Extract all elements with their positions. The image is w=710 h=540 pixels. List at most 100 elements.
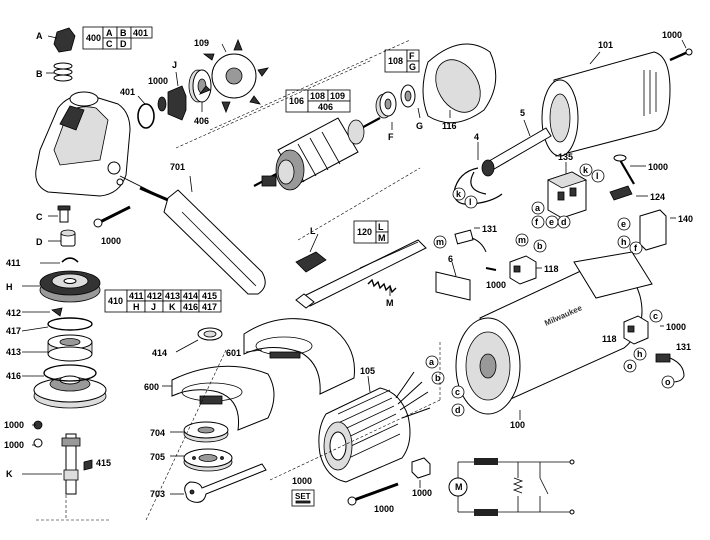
circ-f-block: f (634, 243, 638, 253)
t410-r2-2: K (169, 302, 176, 312)
part-412-key: 412 (6, 307, 63, 318)
t106-head: 106 (289, 96, 304, 106)
label-100: 100 (510, 420, 525, 430)
label-105: 105 (360, 366, 375, 376)
circ-b-holder: b (537, 241, 543, 251)
label-701: 701 (170, 162, 185, 172)
table-400: 400 A B 401 C D (82, 26, 153, 50)
label-118-right: 118 (602, 334, 617, 344)
label-411: 411 (6, 258, 21, 268)
part-1000-screw-top-right: 1000 (662, 30, 693, 62)
circ-o-right: o (627, 361, 633, 371)
label-J: J (172, 60, 177, 70)
part-401-seal: 401 (120, 87, 155, 129)
circ-d-switch: d (561, 217, 567, 227)
table-410: 410 411 412 413 414 415 H J K 416 417 (104, 289, 222, 313)
label-417: 417 (6, 326, 21, 336)
part-100-body: Milwaukee 100 (455, 251, 653, 430)
gear-housing (35, 91, 161, 197)
part-417-ring: 417 (6, 317, 93, 336)
part-131-brush: 131 m (433, 224, 497, 253)
circ-k-switch: k (583, 165, 589, 175)
part-406-bearing: 406 (188, 69, 212, 126)
label-A: A (36, 31, 43, 41)
part-600-guard: 600 (144, 365, 275, 431)
label-1000-clip: 1000 (412, 488, 432, 498)
part-1000-long-screw: 1000 (347, 482, 399, 514)
label-116: 116 (442, 121, 457, 131)
label-124: 124 (650, 192, 665, 202)
label-G: G (416, 121, 423, 131)
t400-r1-0: A (106, 28, 113, 38)
label-1000-top-right: 1000 (662, 30, 682, 40)
t410-r1-3: 414 (183, 291, 198, 301)
part-701-side-handle: 701 (139, 162, 266, 295)
label-703: 703 (150, 489, 165, 499)
label-131-left: 131 (482, 224, 497, 234)
part-1000-screw-mid: 1000 (485, 267, 506, 290)
t410-r2-1: J (151, 302, 156, 312)
part-M-spring: M (367, 278, 397, 308)
circ-c-right: c (653, 311, 658, 321)
label-109: 109 (194, 38, 209, 48)
t106-r1-1: 109 (330, 91, 345, 101)
t108-head: 108 (388, 56, 403, 66)
part-4-cord: 4 k l (452, 132, 503, 209)
t106-r1-0: 108 (310, 91, 325, 101)
set-box: 1000 SET (291, 476, 315, 507)
part-131-brush-right: 131 o (655, 342, 691, 389)
label-5: 5 (520, 108, 525, 118)
t106-r2-0: 406 (318, 102, 333, 112)
label-705: 705 (150, 452, 165, 462)
circ-a-switch: a (535, 203, 541, 213)
part-105-stator: 105 a b c d (318, 355, 465, 483)
part-411-clip: 411 (6, 257, 79, 268)
part-D-bushing: D (36, 229, 76, 247)
t400-r2-1: D (120, 39, 127, 49)
label-D: D (36, 237, 43, 247)
part-C-pin: C (36, 205, 71, 223)
label-135: 135 (558, 152, 573, 162)
label-H: H (6, 282, 13, 292)
part-106-armature (253, 117, 381, 191)
label-1000-left: 1000 (101, 236, 121, 246)
table-106: 106 108 109 406 (285, 89, 351, 113)
label-C: C (36, 212, 43, 222)
part-135-switch-block: 135 k l a f e d (531, 152, 605, 229)
part-118-holder-right: 118 c 1000 h o (602, 309, 686, 373)
part-5-cable-sleeve: 5 (481, 108, 552, 177)
label-M: M (386, 298, 394, 308)
t410-r2-4: 417 (202, 302, 217, 312)
circ-b-stator: b (435, 373, 441, 383)
t410-head: 410 (108, 296, 123, 306)
set-code: 1000 (292, 476, 312, 486)
assembly-dash-lines (36, 39, 441, 521)
part-K-spindle: K (6, 433, 81, 495)
label-131-right: 131 (676, 342, 691, 352)
t400-r1-2: 401 (133, 28, 148, 38)
label-F: F (388, 132, 394, 142)
circ-f-switch: f (535, 217, 539, 227)
t410-r1-2: 413 (165, 291, 180, 301)
label-B: B (36, 69, 43, 79)
t120-r1-0: L (378, 222, 384, 232)
circ-h-right: h (637, 349, 643, 359)
part-1000-screw-right: 1000 (613, 154, 668, 185)
part-1000-screws-lower: 1000 1000 (4, 420, 43, 450)
part-416-flange: 416 (6, 364, 107, 409)
part-120-switch-bar (295, 239, 427, 309)
part-705-flange-nut: 705 (150, 448, 233, 472)
part-H-bevel-gear: H (6, 270, 101, 303)
label-1000-mid: 1000 (486, 280, 506, 290)
t410-r2-0: H (133, 302, 140, 312)
label-K: K (6, 469, 13, 479)
part-415-key: 415 (83, 458, 111, 471)
t410-r1-1: 412 (147, 291, 162, 301)
label-412: 412 (6, 308, 21, 318)
part-L-lever: L (295, 226, 327, 273)
t410-r1-4: 415 (202, 291, 217, 301)
part-A-cap: A (36, 27, 76, 53)
part-116-baffle: 116 (422, 43, 497, 131)
label-600: 600 (144, 382, 159, 392)
part-B-spring: B (36, 62, 73, 82)
